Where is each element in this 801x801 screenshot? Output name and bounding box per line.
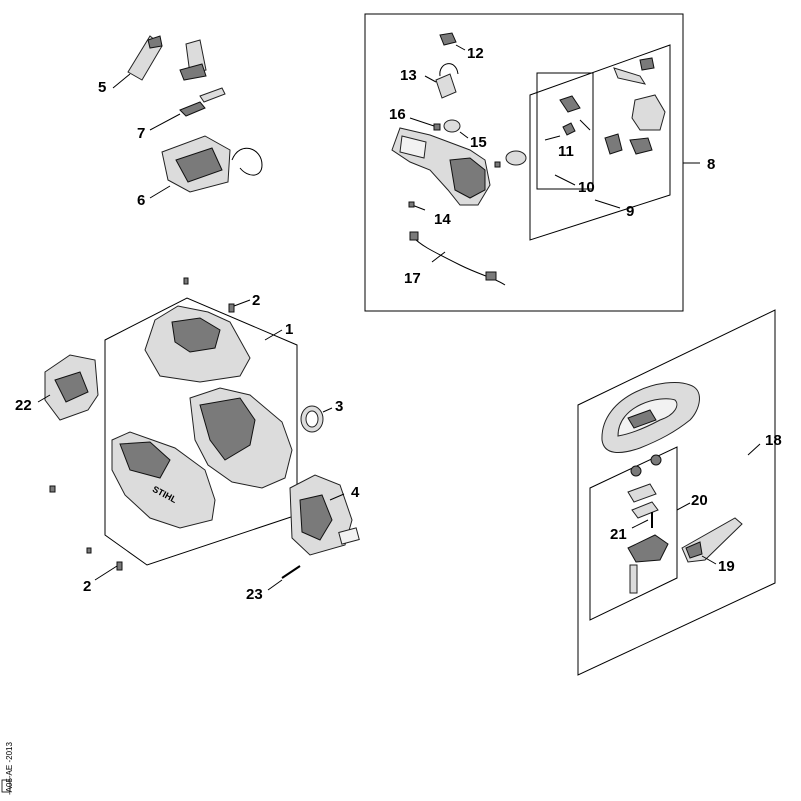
leader-10 (554, 174, 576, 186)
part-nut-a (630, 465, 642, 477)
part-screw-loose-a (183, 277, 189, 285)
part-17-cable (409, 231, 506, 286)
callout-7: 7 (137, 125, 145, 142)
side-reference-code: -A05-AE -2013 (5, 742, 14, 795)
part-bolt (629, 564, 638, 594)
leader-20 (676, 502, 691, 511)
callout-3: 3 (335, 398, 343, 415)
part-5-contacts (112, 35, 207, 89)
callout-1: 1 (285, 321, 293, 338)
part-14-pin (408, 201, 426, 211)
part-6-battery-shaft (149, 135, 263, 199)
callout-9: 9 (626, 203, 634, 220)
callout-21: 21 (610, 526, 627, 543)
part-screw-loose-b (86, 547, 92, 554)
part-2-screw-bottom (94, 561, 123, 581)
control-handle-part (391, 127, 491, 206)
part-clamp (494, 150, 527, 168)
assembly-10-frame (536, 72, 594, 190)
part-clamp-plate (627, 483, 657, 503)
callout-5: 5 (98, 79, 106, 96)
callout-17: 17 (404, 270, 421, 287)
part-3-seal-ring (300, 405, 333, 433)
part-2-screw-top (228, 299, 251, 313)
part-7-terminal (149, 87, 226, 131)
callout-23: 23 (246, 586, 263, 603)
leader-9 (594, 199, 621, 209)
callout-20: 20 (691, 492, 708, 509)
part-handle-bracket (627, 534, 669, 563)
part-15-ring (443, 119, 469, 139)
leader-18 (747, 443, 761, 456)
part-4-motor (289, 474, 360, 556)
assembly-18-frame (577, 309, 776, 676)
part-19-clamp (681, 517, 743, 565)
part-21-screw (631, 512, 653, 529)
callout-14: 14 (434, 211, 451, 228)
part-clamp-plate-2 (631, 501, 659, 519)
part-nut-b (650, 454, 662, 466)
assembly-18-group (577, 309, 776, 676)
assembly-20-frame (589, 446, 678, 621)
callout-4: 4 (351, 484, 360, 501)
part-13-switch (424, 63, 459, 99)
leader-1 (264, 329, 283, 341)
callout-22: 22 (15, 397, 32, 414)
callout-19: 19 (718, 558, 735, 575)
callout-2-top: 2 (252, 292, 260, 309)
part-12-clip (439, 32, 466, 51)
callout-13: 13 (400, 67, 417, 84)
part-trigger-set (604, 57, 666, 155)
callout-16: 16 (389, 106, 406, 123)
assembly-9-frame (529, 44, 671, 241)
part-22-cover-cap (37, 354, 99, 421)
callout-18: 18 (765, 432, 782, 449)
corner-mark-box (1, 779, 11, 793)
callout-10: 10 (578, 179, 595, 196)
callout-8: 8 (707, 156, 715, 173)
callout-6: 6 (137, 192, 145, 209)
callout-11: 11 (558, 143, 574, 160)
assembly-8-group (364, 13, 700, 312)
assembly-1-group: STIHL (49, 277, 298, 581)
callout-2-bottom: 2 (83, 578, 91, 595)
callout-15: 15 (470, 134, 487, 151)
part-16-screw (409, 117, 441, 131)
part-23-screw (267, 565, 301, 591)
part-screw-loose-c (49, 485, 56, 493)
callout-12: 12 (467, 45, 484, 62)
part-11-springs (544, 95, 591, 141)
